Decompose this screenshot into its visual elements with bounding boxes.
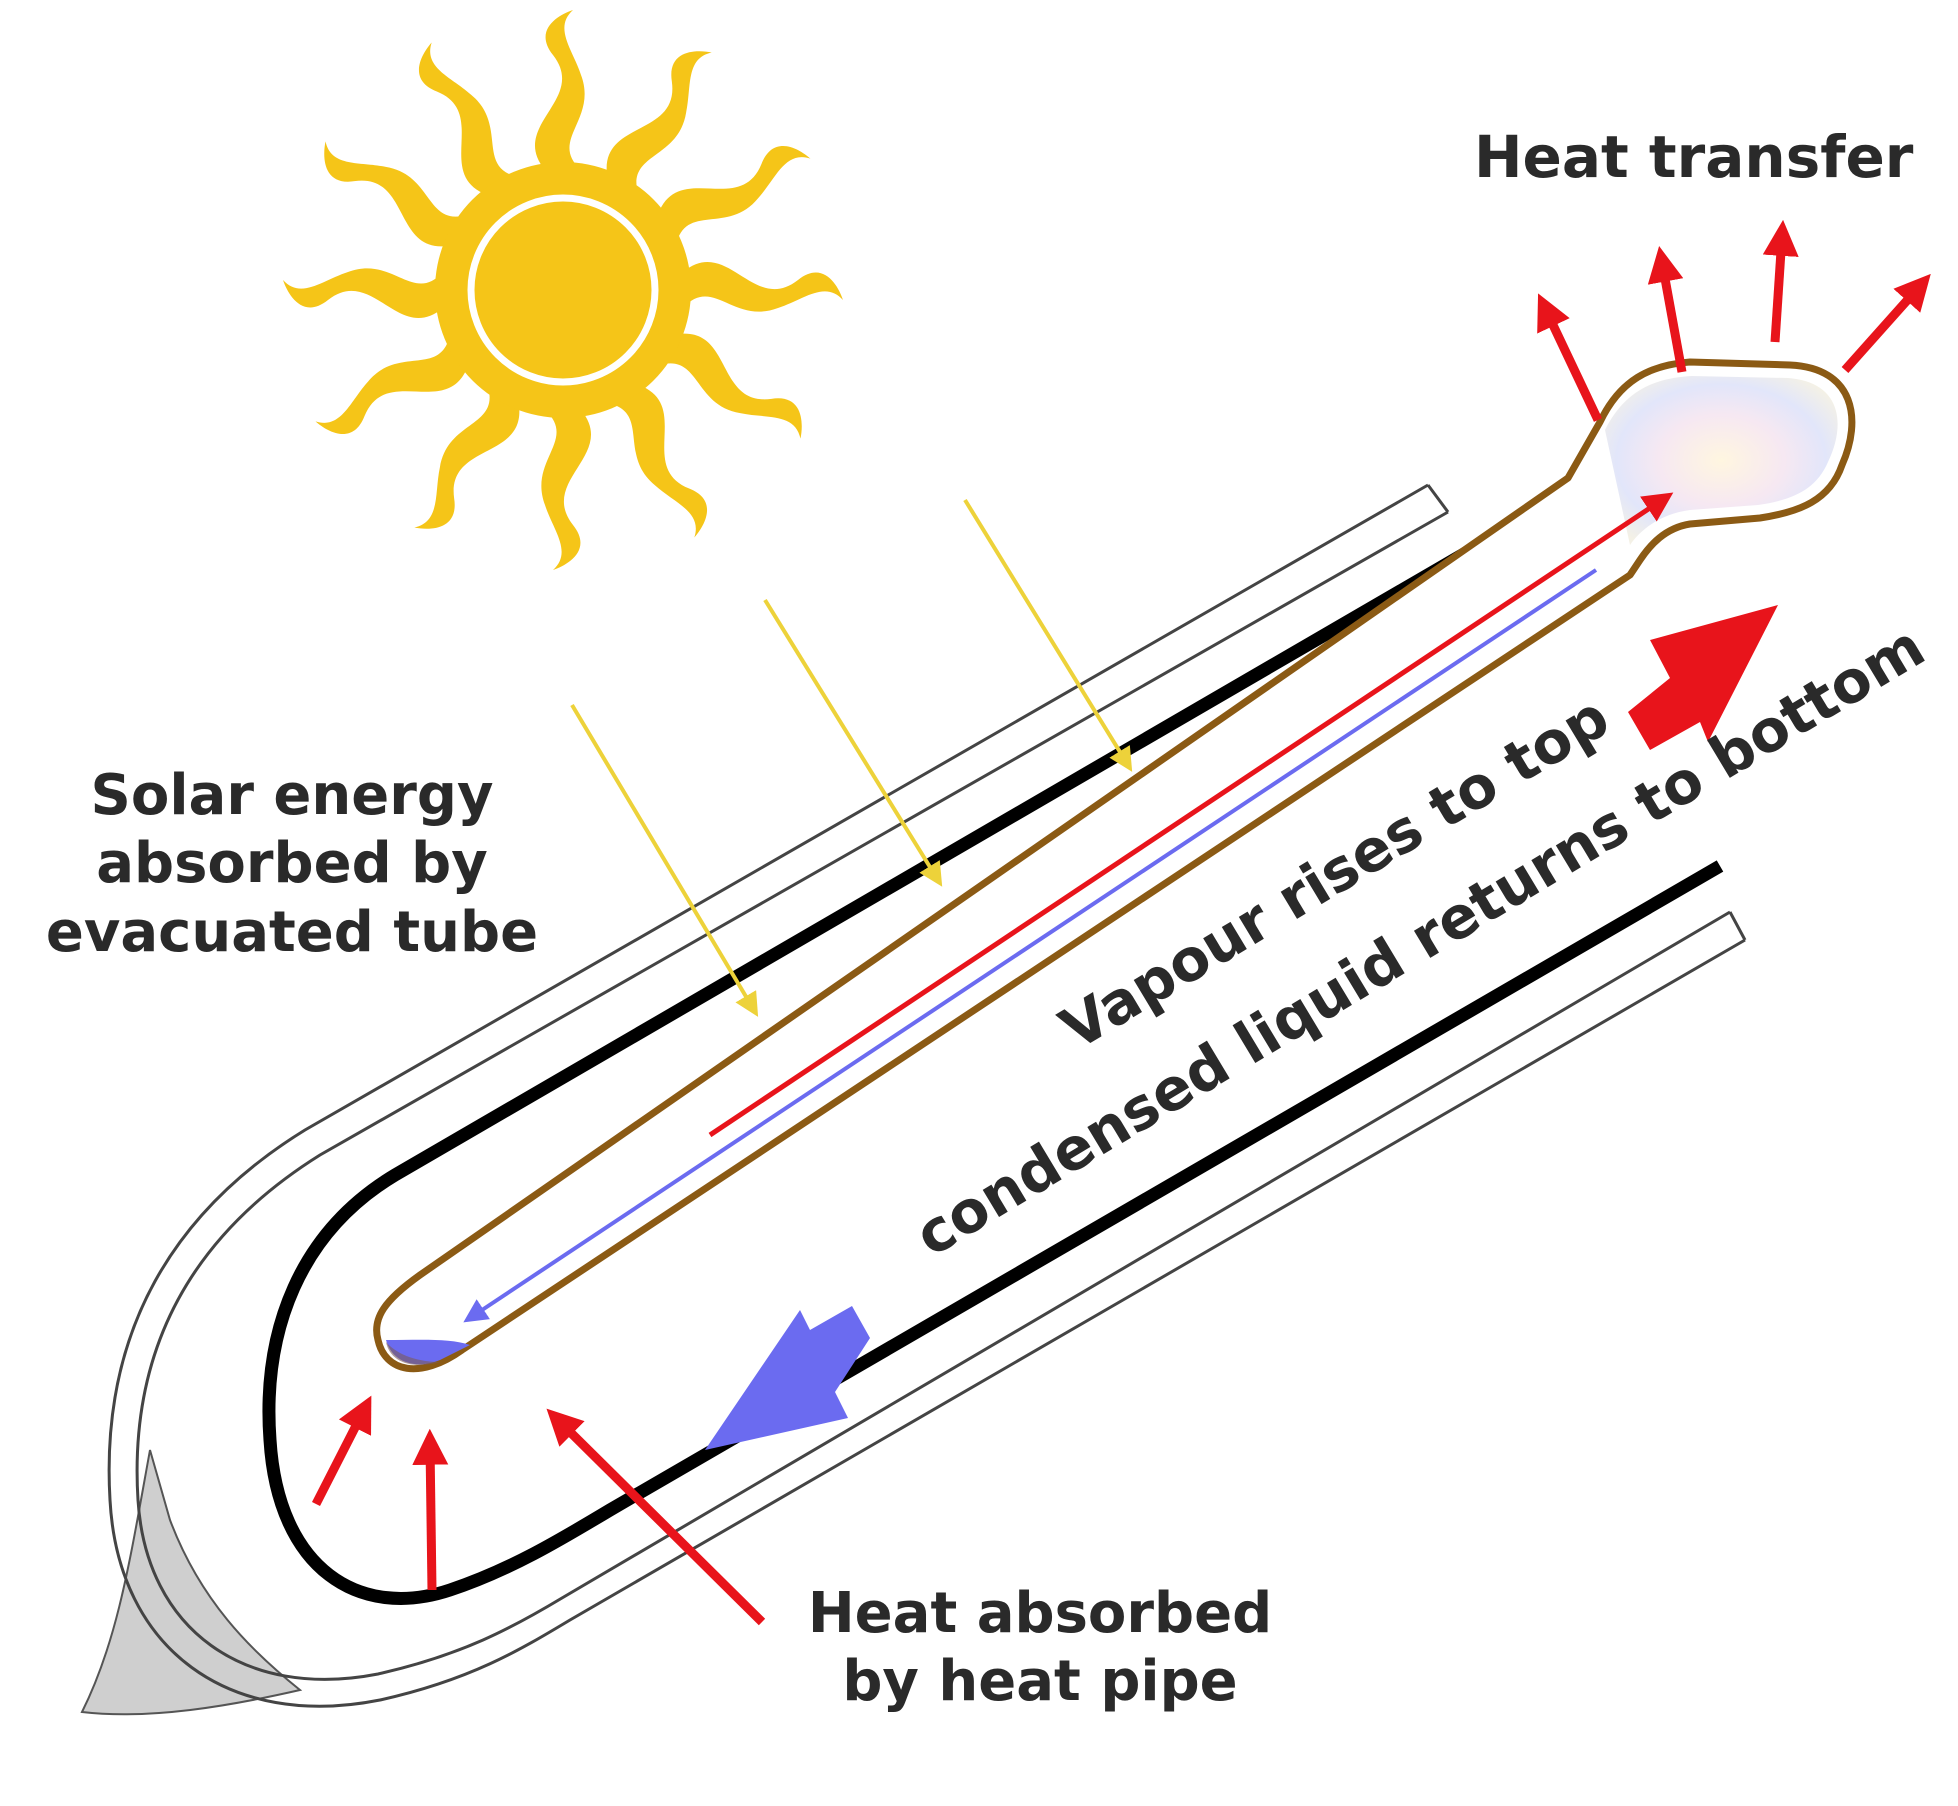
vapour-direction-arrow [1628,605,1778,750]
solar-caption-line-1: Solar energy [90,763,494,828]
sun-ray [324,141,469,247]
sun-ray [657,145,811,246]
sun-ray [657,333,802,439]
heat-absorbed-arrow-1 [311,1395,372,1507]
sun-icon [283,10,843,570]
heat-absorbed-caption: Heat absorbed by heat pipe [780,1580,1300,1717]
absorber-tube [262,534,1724,1605]
sunlight-arrow-2 [763,598,943,887]
liquid-flow-line [463,568,1598,1323]
liquid-pool-dark [386,1342,440,1366]
glass-tube [107,483,1747,1708]
solar-caption-line-3: evacuated tube [45,899,539,965]
sun-ray [315,334,469,435]
heat-absorbed-line-1: Heat absorbed [807,1581,1273,1646]
heat-transfer-arrow-1 [1537,293,1603,422]
vapour-flow-line [708,492,1674,1138]
sunlight-arrow-3 [963,498,1133,772]
heat-absorbed-arrows [311,1395,766,1626]
sun-ray [683,261,843,312]
heat-transfer-arrows [1537,219,1931,422]
heat-absorbed-line-2: by heat pipe [842,1649,1238,1715]
heat-transfer-arrow-4 [1841,273,1931,373]
heat-absorbed-arrow-2 [412,1428,449,1591]
sunlight-arrow-1 [570,703,759,1017]
sunlight-arrows [570,498,1133,1017]
solar-caption-line-2: absorbed by [96,831,488,897]
heat-absorbed-arrow-3 [546,1408,766,1626]
sun-ray [283,268,443,319]
solar-energy-caption: Solar energy absorbed by evacuated tube [22,762,562,967]
sun-ray [418,42,519,196]
sun-ray [534,10,585,170]
sun-ray [607,384,708,538]
sun-ray [414,384,520,529]
sun-ray [606,51,712,196]
sun-ring [467,194,659,386]
sun-ray [541,410,592,570]
heat-transfer-arrow-3 [1762,219,1799,343]
heat-transfer-label: Heat transfer [1474,123,1914,191]
liquid-return-arrow [705,1306,870,1450]
tube-base-cap [80,1449,303,1716]
heat-transfer-arrow-2 [1647,246,1687,373]
